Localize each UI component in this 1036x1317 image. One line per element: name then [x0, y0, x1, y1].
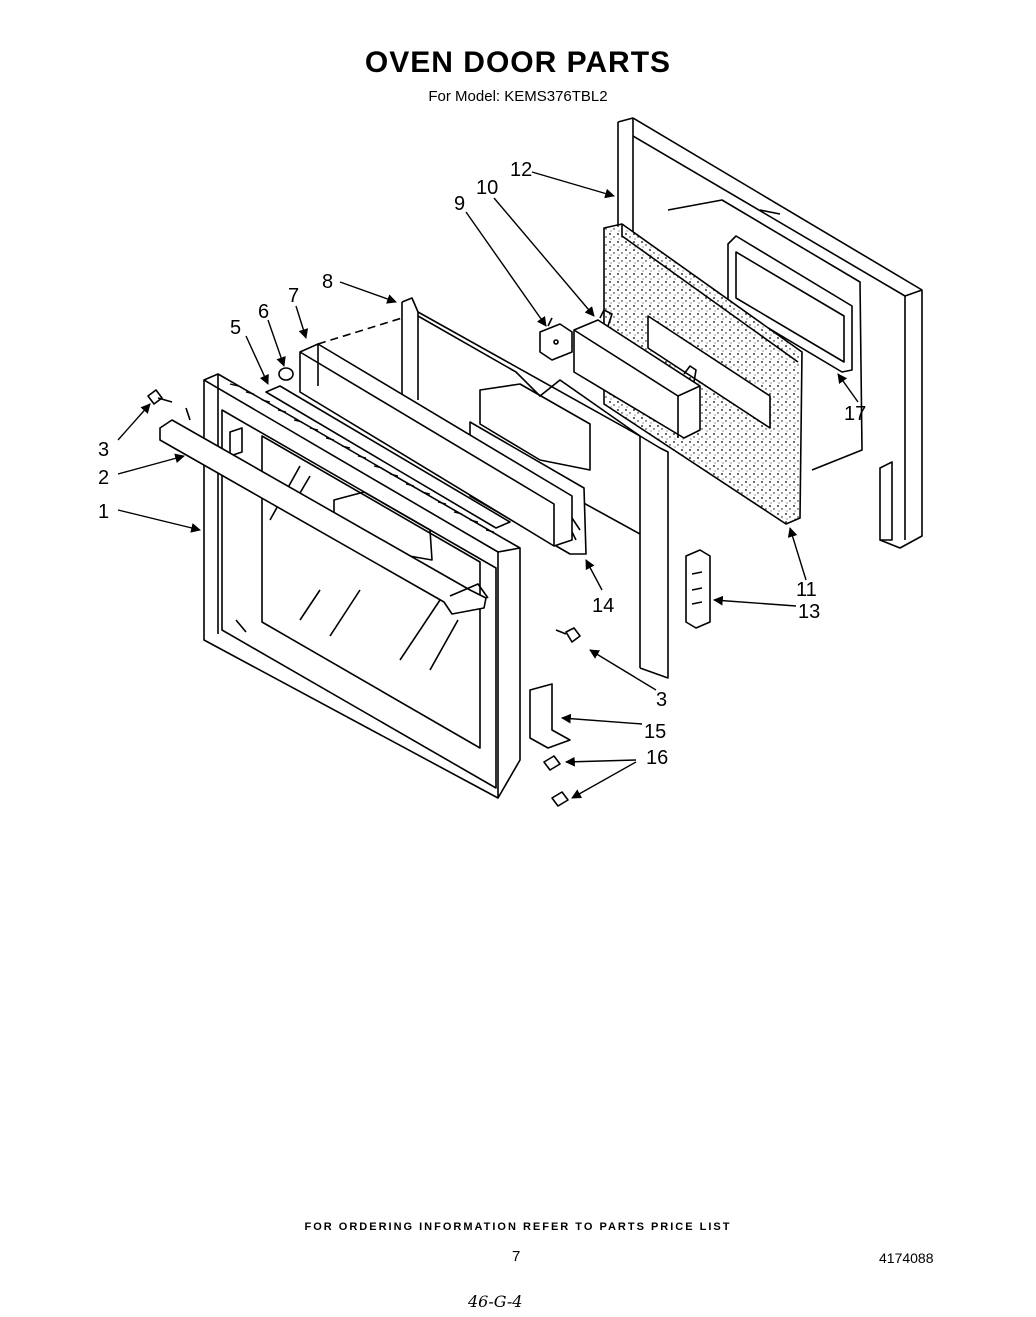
leader-lines	[117, 171, 859, 799]
vent-strip	[265, 385, 511, 529]
screw-lower-2	[551, 791, 569, 807]
callout-6: 6	[258, 301, 269, 323]
document-number: 4174088	[879, 1250, 934, 1266]
callout-1: 1	[98, 501, 109, 523]
callout-17: 17	[844, 403, 866, 425]
ordering-note: FOR ORDERING INFORMATION REFER TO PARTS …	[304, 1221, 732, 1233]
callout-9: 9	[454, 193, 465, 215]
screw-lower-1	[543, 755, 561, 771]
callout-7: 7	[288, 285, 299, 307]
callout-16: 16	[646, 747, 668, 769]
callout-3-side: 3	[656, 689, 667, 711]
vent-slots	[229, 383, 495, 533]
outer-door-frame	[203, 373, 521, 799]
callout-2: 2	[98, 467, 109, 489]
lower-bracket	[529, 683, 571, 749]
callout-13: 13	[798, 601, 820, 623]
callout-5: 5	[230, 317, 241, 339]
page-title: OVEN DOOR PARTS	[364, 46, 672, 79]
callout-3-top: 3	[98, 439, 109, 461]
callout-15: 15	[644, 721, 666, 743]
fastener	[278, 367, 294, 381]
handwritten-note: 46-G-4	[468, 1292, 523, 1311]
vent-shield	[573, 309, 701, 439]
callout-12: 12	[510, 159, 532, 181]
callout-11: 11	[796, 579, 817, 601]
mounting-bracket	[539, 317, 573, 361]
latch-bracket	[685, 549, 711, 629]
callout-8: 8	[322, 271, 333, 293]
screw-top	[147, 389, 173, 405]
door-insulation	[603, 223, 803, 525]
door-handle	[159, 407, 489, 615]
screw-side	[555, 627, 581, 643]
page-number: 7	[512, 1248, 521, 1265]
callout-10: 10	[476, 177, 498, 199]
inner-door-panel	[617, 117, 923, 549]
door-top-trim	[299, 317, 573, 547]
model-subtitle: For Model: KEMS376TBL2	[428, 88, 608, 105]
callout-14: 14	[592, 595, 614, 617]
